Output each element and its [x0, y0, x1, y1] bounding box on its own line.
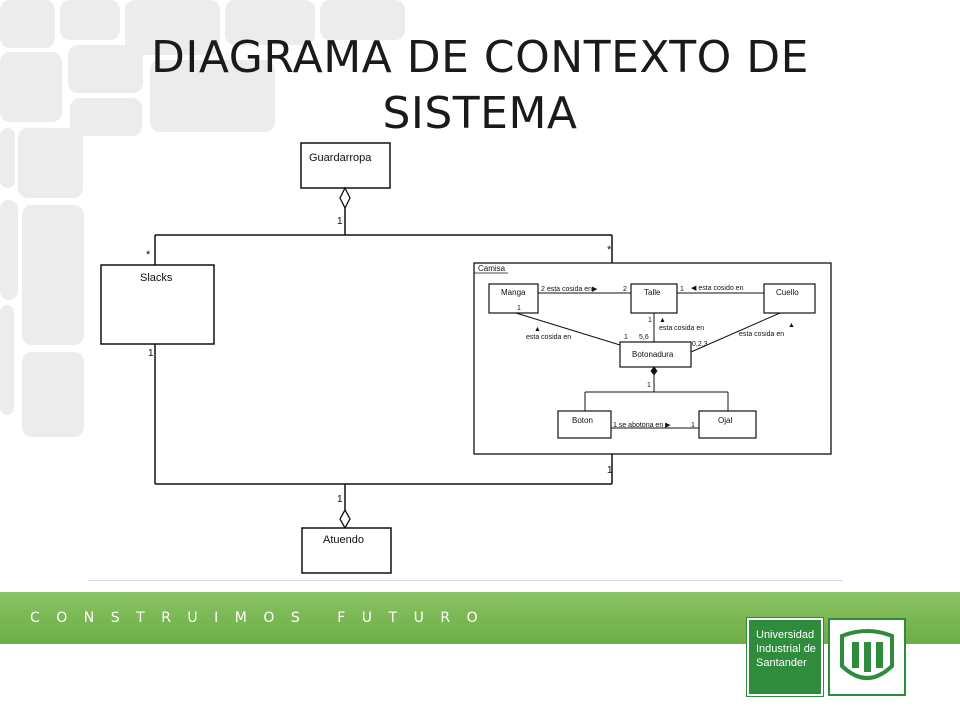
- decor-tile: [68, 45, 143, 93]
- mult-guardarropa: 1: [337, 216, 343, 227]
- decor-tile: [60, 0, 120, 40]
- mult-botonadura-56: 5,6: [639, 334, 649, 341]
- slide-title-line2: SISTEMA: [382, 88, 578, 139]
- assoc-cuello-botonadura-l2: esta cosida en: [739, 331, 784, 338]
- mult-atuendo: 1: [337, 494, 343, 505]
- uis-emblem-icon: [828, 618, 906, 696]
- class-diagram: Guardarropa 1 * * Slacks 1 Camisa Manga …: [100, 142, 832, 574]
- decor-tile: [0, 52, 62, 122]
- guardarropa-diamond: [339, 186, 351, 210]
- mult-botonadura-1: 1: [624, 334, 628, 341]
- diagram-bottom-rule: [88, 580, 843, 581]
- atuendo-label: Atuendo: [323, 534, 364, 546]
- camisa-label: Camisa: [478, 264, 506, 273]
- slide-title: DIAGRAMA DE CONTEXTO DE SISTEMA: [60, 30, 900, 142]
- mult-left-star: *: [146, 249, 151, 261]
- slide-title-line1: DIAGRAMA DE CONTEXTO DE: [151, 32, 809, 83]
- assoc-cuello-botonadura-l1: ▲: [788, 322, 795, 329]
- mult-ojal: 1: [691, 422, 695, 429]
- cuello-box: [763, 283, 816, 314]
- mult-botonadura-023: 0,2,3: [692, 341, 708, 348]
- university-name-logo: Universidad Industrial de Santander: [747, 618, 823, 696]
- atuendo-diamond: [339, 508, 351, 530]
- assoc-cuello-talle-label: ◀ esta cosido en: [691, 285, 744, 292]
- decor-tile: [320, 0, 405, 40]
- cuello-label: Cuello: [776, 288, 799, 297]
- uis-emblem-mark-icon: [840, 629, 894, 680]
- decor-tile: [22, 352, 84, 437]
- mult-manga-left: 1: [517, 305, 521, 312]
- decor-tile: [150, 60, 275, 132]
- decor-tile: [22, 205, 84, 345]
- ojal-box: [698, 410, 757, 439]
- university-line3: Santander: [756, 657, 807, 669]
- university-line2: Industrial de: [756, 643, 816, 655]
- diagram-panel: Guardarropa 1 * * Slacks 1 Camisa Manga …: [88, 138, 843, 581]
- guardarropa-label: Guardarropa: [309, 152, 372, 164]
- assoc-manga-botonadura: [515, 312, 621, 346]
- guardarropa-box: [300, 142, 391, 189]
- footer-tagline: CONSTRUIMOS FUTURO: [30, 610, 495, 626]
- ojal-label: Ojal: [718, 416, 732, 425]
- manga-label: Manga: [501, 288, 526, 297]
- botonadura-box: [619, 341, 692, 368]
- decor-tile: [0, 0, 55, 48]
- mult-camisa: 1: [607, 465, 613, 476]
- decor-tile: [0, 128, 15, 188]
- boton-box: [557, 410, 612, 439]
- decor-tile: [0, 200, 18, 300]
- decor-tile: [225, 0, 315, 45]
- slacks-label: Slacks: [140, 272, 173, 284]
- assoc-manga-botonadura-l2: esta cosida en: [526, 334, 571, 341]
- mult-slacks: 1: [148, 348, 154, 359]
- decor-tile: [18, 128, 83, 198]
- botonadura-label: Botonadura: [632, 350, 674, 359]
- manga-box: [488, 283, 539, 314]
- assoc-manga-talle-label: 2 esta cosida en▶: [541, 286, 598, 293]
- talle-label: Talle: [644, 288, 661, 297]
- mult-talle-bottom: 1: [648, 317, 652, 324]
- talle-box: [630, 283, 678, 314]
- decor-tile: [125, 0, 220, 55]
- slacks-box: [100, 264, 215, 345]
- decor-tile: [70, 98, 142, 136]
- university-line1: Universidad: [756, 629, 815, 641]
- decor-tile: [0, 305, 14, 415]
- assoc-talle-botonadura-l1: ▲: [659, 317, 666, 324]
- mult-manga-talle: 2: [623, 286, 627, 293]
- boton-label: Boton: [572, 416, 593, 425]
- assoc-boton-ojal-label: 1 se abotona en ▶: [613, 422, 671, 429]
- mult-right-star: *: [607, 244, 612, 256]
- mult-talle-cuello: 1: [680, 286, 684, 293]
- mult-botonadura-bottom: 1: [647, 382, 651, 389]
- atuendo-box: [301, 527, 392, 574]
- assoc-talle-botonadura-l2: esta cosida en: [659, 325, 704, 332]
- assoc-cuello-botonadura: [690, 312, 781, 353]
- assoc-manga-botonadura-l1: ▲: [534, 326, 541, 333]
